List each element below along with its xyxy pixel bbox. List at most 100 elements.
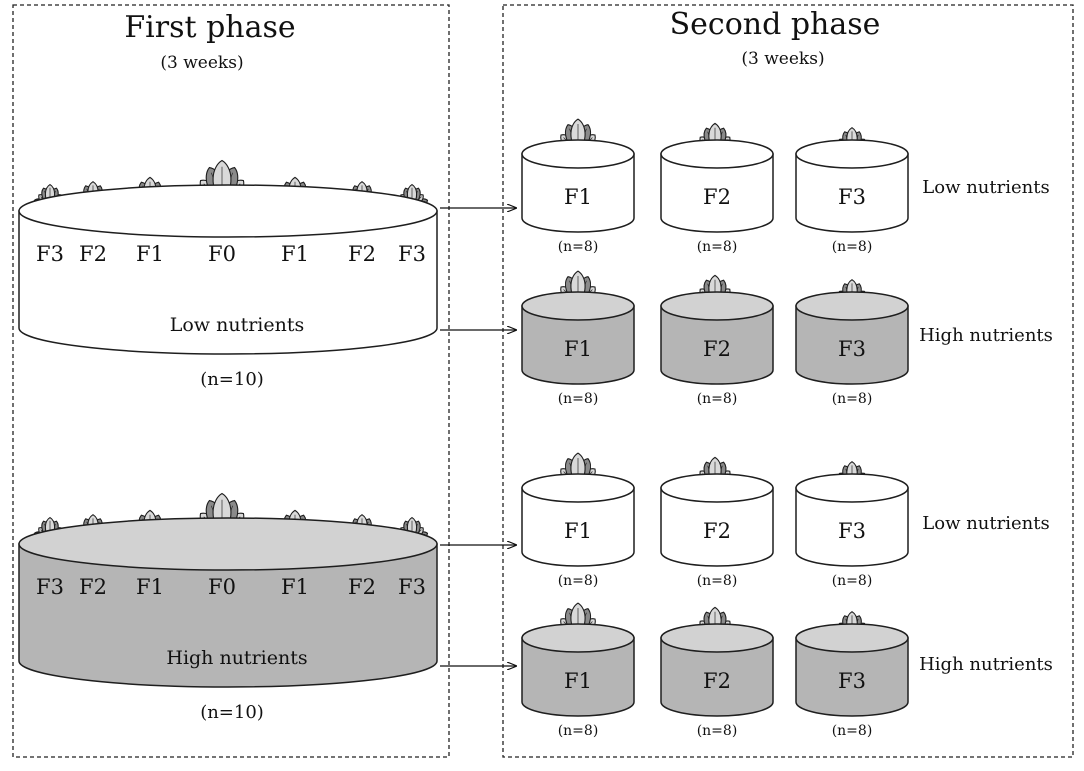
- pot-body: [660, 637, 774, 717]
- pot-generation-label: F3: [838, 669, 866, 693]
- pot-rim: [18, 184, 438, 238]
- second-phase-row: F1 (n=8) F2 (n=8) F3 (n=8) High nutrients: [521, 602, 1053, 739]
- small-pot: [795, 623, 909, 717]
- pot-sample-size: (n=8): [558, 573, 599, 589]
- pot-generation-label: F3: [838, 519, 866, 543]
- large-pot: [18, 184, 438, 355]
- position-label: F1: [136, 242, 164, 266]
- pot-rim: [795, 473, 909, 503]
- pot-rim: [521, 623, 635, 653]
- position-label: F3: [36, 242, 64, 266]
- first-phase-panel: [12, 4, 450, 758]
- pot-rim: [521, 473, 635, 503]
- small-pot: [660, 623, 774, 717]
- pot-body: [521, 153, 635, 233]
- pot-rim: [795, 139, 909, 169]
- pot-generation-label: F1: [564, 185, 592, 209]
- pot-generation-label: F2: [703, 669, 731, 693]
- pot-generation-label: F1: [564, 669, 592, 693]
- second-phase-row: F1 (n=8) F2 (n=8) F3 (n=8) Low nutrients: [521, 452, 1050, 589]
- row-nutrient-label: Low nutrients: [922, 177, 1049, 198]
- pot-body: [521, 305, 635, 385]
- pot-body: [660, 305, 774, 385]
- pot-rim: [660, 623, 774, 653]
- position-label: F1: [281, 242, 309, 266]
- row-nutrient-label: Low nutrients: [922, 513, 1049, 534]
- position-label: F3: [398, 575, 426, 599]
- second-phase-title: Second phase: [670, 7, 881, 42]
- pot-generation-label: F2: [703, 185, 731, 209]
- small-pot: [660, 291, 774, 385]
- position-label: F3: [36, 575, 64, 599]
- pot-rim: [521, 291, 635, 321]
- position-label: F1: [136, 575, 164, 599]
- position-label: F1: [281, 575, 309, 599]
- pot-body: [660, 487, 774, 567]
- row-nutrient-label: High nutrients: [919, 654, 1053, 675]
- pot-sample-size: (n=8): [697, 391, 738, 407]
- pot-generation-label: F1: [564, 337, 592, 361]
- pot-sample-size: (n=8): [558, 239, 599, 255]
- pot-sample-size: (n=8): [697, 239, 738, 255]
- pot-body: [18, 543, 438, 688]
- transfer-arrows: [440, 208, 516, 666]
- nutrient-label: High nutrients: [166, 647, 307, 669]
- pot-generation-label: F2: [703, 337, 731, 361]
- position-label: F2: [79, 575, 107, 599]
- pot-body: [795, 153, 909, 233]
- row-nutrient-label: High nutrients: [919, 325, 1053, 346]
- pot-rim: [660, 473, 774, 503]
- small-pot: [521, 139, 635, 233]
- pot-rim: [521, 139, 635, 169]
- small-pot: [521, 291, 635, 385]
- pot-sample-size: (n=8): [832, 573, 873, 589]
- second-phase-duration: (3 weeks): [741, 49, 824, 69]
- position-label: F0: [208, 575, 236, 599]
- pot-body: [660, 153, 774, 233]
- position-label: F2: [348, 242, 376, 266]
- position-label: F2: [79, 242, 107, 266]
- sample-size-label: (n=10): [200, 702, 264, 723]
- pot-sample-size: (n=8): [558, 391, 599, 407]
- second-phase-row: F1 (n=8) F2 (n=8) F3 (n=8) Low nutrients: [521, 118, 1050, 255]
- pot-generation-label: F1: [564, 519, 592, 543]
- pot-body: [521, 637, 635, 717]
- pot-sample-size: (n=8): [832, 723, 873, 739]
- pot-body: [795, 637, 909, 717]
- first-phase-title: First phase: [124, 10, 295, 45]
- pot-sample-size: (n=8): [832, 391, 873, 407]
- pot-sample-size: (n=8): [697, 573, 738, 589]
- pot-rim: [660, 291, 774, 321]
- small-pot: [795, 139, 909, 233]
- first-phase-duration: (3 weeks): [160, 53, 243, 73]
- small-pot: [795, 473, 909, 567]
- pot-rim: [795, 623, 909, 653]
- pot-rim: [18, 517, 438, 571]
- pot-sample-size: (n=8): [558, 723, 599, 739]
- second-phase-panel: [502, 4, 1074, 758]
- nutrient-label: Low nutrients: [170, 314, 305, 336]
- small-pot: [660, 139, 774, 233]
- pot-body: [795, 487, 909, 567]
- pot-rim: [660, 139, 774, 169]
- pot-body: [795, 305, 909, 385]
- pot-generation-label: F3: [838, 337, 866, 361]
- position-label: F2: [348, 575, 376, 599]
- pot-body: [18, 210, 438, 355]
- small-pot: [521, 473, 635, 567]
- pot-rim: [795, 291, 909, 321]
- small-pot: [521, 623, 635, 717]
- position-label: F0: [208, 242, 236, 266]
- pot-sample-size: (n=8): [697, 723, 738, 739]
- pot-body: [521, 487, 635, 567]
- pot-generation-label: F2: [703, 519, 731, 543]
- pot-sample-size: (n=8): [832, 239, 873, 255]
- sample-size-label: (n=10): [200, 369, 264, 390]
- large-pot: [18, 517, 438, 688]
- second-phase-row: F1 (n=8) F2 (n=8) F3 (n=8) High nutrients: [521, 270, 1053, 407]
- small-pot: [795, 291, 909, 385]
- pot-generation-label: F3: [838, 185, 866, 209]
